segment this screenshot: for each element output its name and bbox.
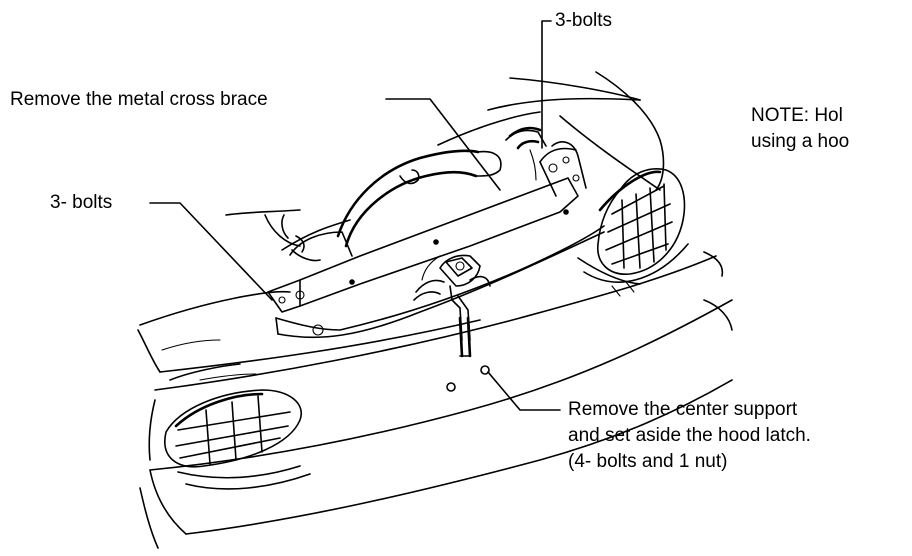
leader-lines — [149, 20, 561, 411]
leader-left-bolts — [149, 202, 273, 301]
metal-cross-brace — [267, 141, 605, 339]
left-bolt-2 — [278, 296, 286, 304]
callout-center-line-1: Remove the center support — [568, 399, 798, 420]
left-headlight-grille — [164, 363, 311, 490]
center-bolt-hole-2 — [480, 365, 490, 375]
brace-bolt-3 — [572, 174, 580, 182]
handle-assembly — [281, 126, 547, 262]
callout-left-bolts: 3- bolts — [50, 192, 113, 213]
left-bolt-3 — [312, 324, 324, 336]
brace-bolt-1 — [548, 163, 558, 173]
detail-marks — [161, 149, 635, 381]
callout-cross-brace: Remove the metal cross brace — [10, 89, 268, 110]
hood-body — [137, 71, 733, 549]
brace-bolt-2 — [562, 156, 570, 164]
callout-center-line-3: (4- bolts and 1 nut) — [568, 451, 728, 472]
right-headlight-grille — [577, 168, 689, 285]
cross-brace-beam — [267, 177, 579, 313]
callout-center-line-2: and set aside the hood latch. — [568, 425, 811, 446]
note-line-2: using a hoo — [751, 131, 850, 152]
leader-top-bolts — [541, 20, 552, 149]
note-line-1: NOTE: Hol — [751, 105, 843, 126]
center-bolt-hole-1 — [446, 382, 456, 392]
left-bolt-1 — [295, 290, 305, 300]
latch-nut — [455, 261, 465, 271]
leader-cross-brace — [385, 98, 501, 191]
center-support-latch — [413, 254, 491, 392]
callout-top-bolts: 3-bolts — [555, 10, 613, 31]
leader-center-support — [487, 371, 561, 411]
